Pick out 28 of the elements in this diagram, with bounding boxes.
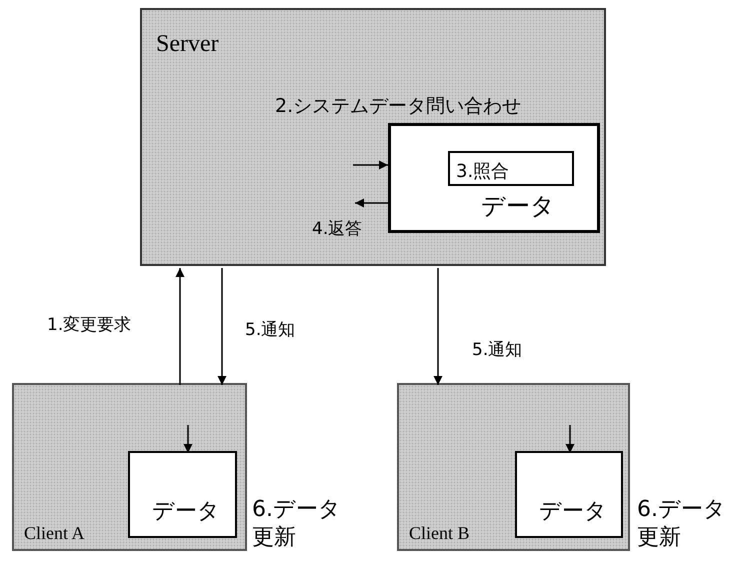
box-title: Client B bbox=[409, 522, 470, 545]
box-label: データ bbox=[481, 191, 555, 222]
arrow bbox=[566, 425, 574, 453]
server-box bbox=[140, 8, 606, 266]
box-label: データ bbox=[539, 498, 607, 526]
step-note: 6.データ更新 bbox=[637, 496, 727, 552]
arrow bbox=[355, 198, 388, 208]
arrow bbox=[218, 268, 226, 385]
data-box bbox=[388, 123, 600, 233]
box-label: データ bbox=[152, 498, 220, 526]
data-box bbox=[515, 451, 623, 538]
edge-label: 4.返答 bbox=[312, 218, 362, 241]
edge-label: 5.通知 bbox=[472, 339, 522, 362]
arrow bbox=[434, 268, 442, 385]
box-title: Client A bbox=[24, 522, 85, 545]
edge-label: 5.通知 bbox=[245, 319, 296, 342]
client-box bbox=[12, 383, 247, 551]
step-note: 6.データ更新 bbox=[252, 496, 342, 552]
edge-label: 2.システムデータ問い合わせ bbox=[275, 94, 522, 119]
process-box bbox=[448, 151, 574, 186]
arrow bbox=[353, 160, 388, 170]
box-label: 3.照合 bbox=[456, 160, 510, 184]
box-title: Server bbox=[156, 30, 219, 59]
client-box bbox=[397, 383, 630, 551]
data-box bbox=[128, 451, 237, 538]
arrow bbox=[176, 268, 184, 385]
edge-label: 1.変更要求 bbox=[47, 314, 132, 337]
arrow bbox=[184, 425, 192, 453]
